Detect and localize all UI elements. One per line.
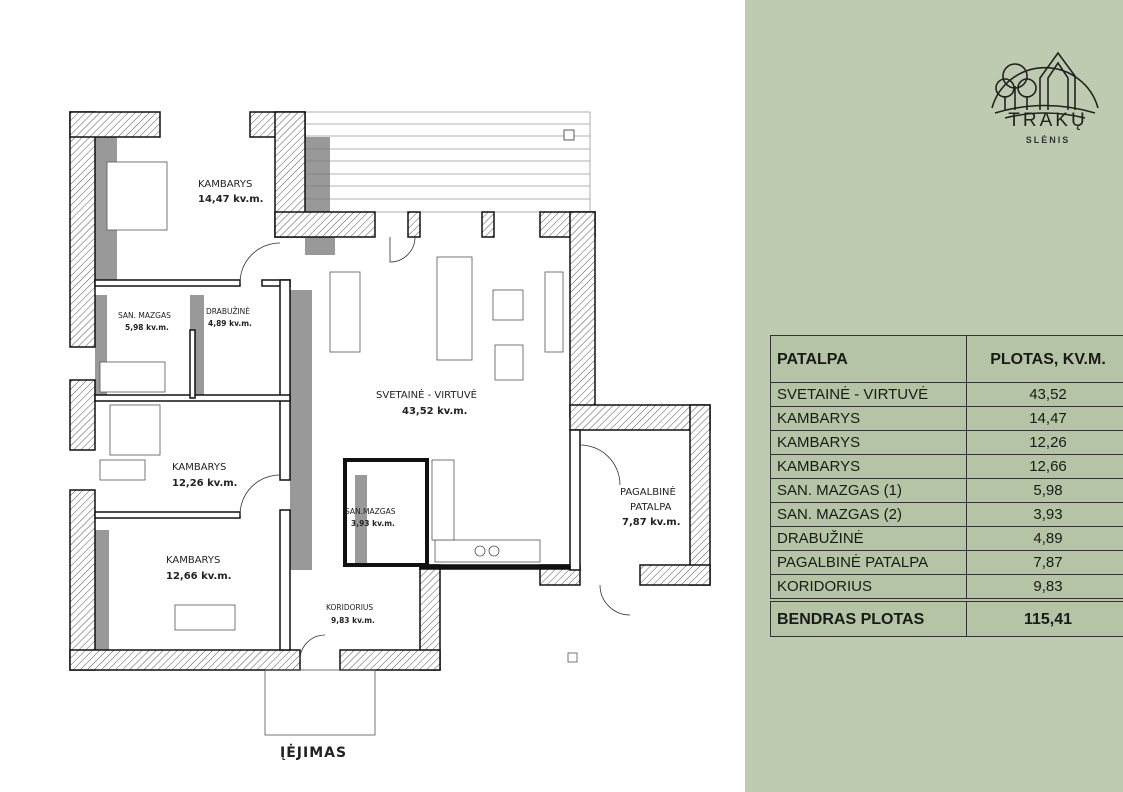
room-area: 12,66 [966, 454, 1123, 479]
sofa-icon [436, 256, 473, 361]
room-name: SAN. MAZGAS (1) [770, 478, 967, 503]
room-area: 9,83 [966, 574, 1123, 601]
kitchen-counter-icon [431, 459, 455, 541]
entrance-label: ĮĖJIMAS [280, 744, 347, 761]
furniture [99, 161, 578, 736]
desk-icon [174, 604, 236, 631]
info-panel: TRAKŲ SLĖNIS PATALPA PLOTAS, KV.M. SVETA… [745, 0, 1123, 792]
svg-text:KORIDORIUS: KORIDORIUS [326, 603, 373, 612]
traku-slenis-logo [991, 51, 1099, 119]
svg-text:9,83 kv.m.: 9,83 kv.m. [331, 616, 375, 625]
svg-text:DRABUŽINĖ: DRABUŽINĖ [206, 307, 250, 316]
room-area: 3,93 [966, 502, 1123, 527]
dining-table-icon [329, 271, 361, 353]
svg-text:SVETAINĖ - VIRTUVĖ: SVETAINĖ - VIRTUVĖ [376, 388, 477, 401]
table-row: SAN. MAZGAS (2)3,93 [770, 502, 1123, 527]
svg-text:14,47 kv.m.: 14,47 kv.m. [198, 194, 263, 205]
porch [264, 669, 376, 736]
room-area: 5,98 [966, 478, 1123, 503]
tv-unit-icon [544, 271, 564, 353]
svg-text:12,26 kv.m.: 12,26 kv.m. [172, 478, 237, 489]
logo-title: TRAKŲ [1008, 110, 1088, 131]
desk-icon [99, 459, 146, 481]
total-label: BENDRAS PLOTAS [770, 598, 967, 637]
svg-text:KAMBARYS: KAMBARYS [166, 555, 220, 566]
svg-text:PAGALBINĖ: PAGALBINĖ [620, 485, 676, 498]
armchair-icon [494, 344, 524, 381]
svg-text:4,89 kv.m.: 4,89 kv.m. [208, 319, 252, 328]
room-name: KORIDORIUS [770, 574, 967, 601]
floor-plan: KAMBARYS 14,47 kv.m. SAN. MAZGAS 5,98 kv… [69, 111, 711, 761]
kitchen-counter-icon [434, 539, 541, 563]
bed-icon [106, 161, 168, 231]
area-table: PATALPA PLOTAS, KV.M. SVETAINĖ - VIRTUVĖ… [770, 335, 1123, 637]
terrace [304, 111, 591, 213]
svg-text:SAN. MAZGAS: SAN. MAZGAS [118, 311, 171, 320]
room-area: 14,47 [966, 406, 1123, 431]
svg-text:12,66 kv.m.: 12,66 kv.m. [166, 571, 231, 582]
total-area: 115,41 [966, 598, 1123, 637]
svg-text:7,87 kv.m.: 7,87 kv.m. [622, 517, 681, 528]
coffee-table-icon [492, 289, 524, 321]
header-room: PATALPA [770, 335, 967, 383]
door-swings [239, 236, 631, 661]
room-labels: KAMBARYS 14,47 kv.m. SAN. MAZGAS 5,98 kv… [118, 179, 681, 761]
svg-text:KAMBARYS: KAMBARYS [198, 179, 252, 190]
room-name: DRABUŽINĖ [770, 526, 967, 551]
svg-text:KAMBARYS: KAMBARYS [172, 462, 226, 473]
header-area: PLOTAS, KV.M. [966, 335, 1123, 383]
room-name: SAN. MAZGAS (2) [770, 502, 967, 527]
table-row: SAN. MAZGAS (1)5,98 [770, 478, 1123, 503]
svg-text:43,52 kv.m.: 43,52 kv.m. [402, 406, 467, 417]
room-name: SVETAINĖ - VIRTUVĖ [770, 382, 967, 407]
interior-walls [94, 279, 581, 651]
exterior-walls [69, 111, 711, 671]
svg-text:PATALPA: PATALPA [630, 502, 672, 513]
room-name: PAGALBINĖ PATALPA [770, 550, 967, 575]
room-name: KAMBARYS [770, 406, 967, 431]
room-name: KAMBARYS [770, 430, 967, 455]
svg-text:3,93 kv.m.: 3,93 kv.m. [351, 519, 395, 528]
logo-subtitle: SLĖNIS [1025, 135, 1071, 145]
svg-text:SAN.MAZGAS: SAN.MAZGAS [345, 507, 396, 516]
room-name: KAMBARYS [770, 454, 967, 479]
room-area: 7,87 [966, 550, 1123, 575]
room-area: 4,89 [966, 526, 1123, 551]
bed-icon [109, 404, 161, 456]
wall-shadows [95, 137, 367, 650]
room-area: 43,52 [966, 382, 1123, 407]
svg-text:5,98 kv.m.: 5,98 kv.m. [125, 323, 169, 332]
bathtub-icon [99, 361, 166, 393]
table-header: PATALPA PLOTAS, KV.M. [770, 335, 1123, 383]
room-area: 12,26 [966, 430, 1123, 455]
